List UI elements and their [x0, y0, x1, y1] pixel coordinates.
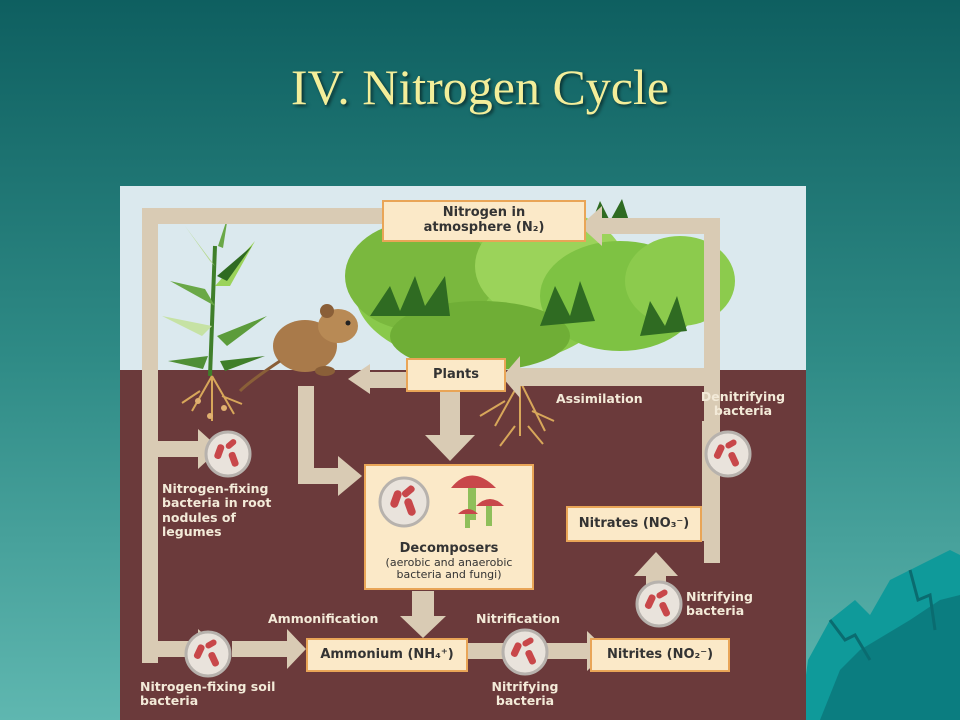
legume-plant: [162, 216, 267, 421]
ammonium-box: Ammonium (NH₄⁺): [306, 638, 468, 672]
decomposers-title: Decomposers: [399, 540, 499, 556]
bacteria-nitrifying-lower: [501, 628, 549, 676]
rodent: [238, 304, 358, 393]
nitrification-label: Nitrification: [476, 611, 561, 626]
plant-roots: [479, 380, 555, 447]
bacteria-soil: [184, 630, 232, 678]
decomposers-box: Decomposers (aerobic and anaerobic bacte…: [364, 464, 534, 590]
nitrates-box: Nitrates (NO₃⁻): [566, 506, 702, 542]
assimilation-label: Assimilation: [556, 391, 643, 406]
ammonification-label: Ammonification: [268, 611, 379, 626]
atmosphere-label: Nitrogen in atmosphere (N₂): [423, 205, 545, 235]
bacteria-root-nodule: [204, 430, 252, 478]
atmosphere-box: Nitrogen in atmosphere (N₂): [382, 200, 586, 242]
bacteria-denitrifying: [704, 430, 752, 478]
bacteria-nitrifying-upper: [635, 580, 683, 628]
plants-box: Plants: [406, 358, 506, 392]
decomposers-subtitle: (aerobic and anaerobic bacteria and fung…: [385, 555, 513, 582]
nitrogen-cycle-diagram: Nitrogen in atmosphere (N₂) Plants Decom…: [120, 186, 806, 720]
cycle-arrows: [142, 206, 720, 671]
slide-title: IV. Nitrogen Cycle: [290, 59, 670, 115]
nitrifying-lower-label: Nitrifying bacteria: [491, 679, 559, 709]
decomposers-illustration: [378, 475, 504, 528]
ammonium-label: Ammonium (NH₄⁺): [320, 646, 454, 662]
mountain-decoration: [800, 550, 960, 720]
nitrites-label: Nitrites (NO₂⁻): [606, 646, 714, 662]
plants-label: Plants: [433, 366, 479, 382]
nitrogen-fixing-soil-label: Nitrogen-fixing soil bacteria: [140, 679, 276, 709]
nitrates-label: Nitrates (NO₃⁻): [578, 515, 690, 531]
denitrifying-label: Denitrifying bacteria: [700, 389, 786, 419]
nitrifying-upper-label: Nitrifying bacteria: [686, 589, 753, 619]
nitrogen-fixing-root-label: Nitrogen-fixing bacteria in root nodules…: [162, 481, 272, 540]
nitrites-box: Nitrites (NO₂⁻): [590, 638, 730, 672]
